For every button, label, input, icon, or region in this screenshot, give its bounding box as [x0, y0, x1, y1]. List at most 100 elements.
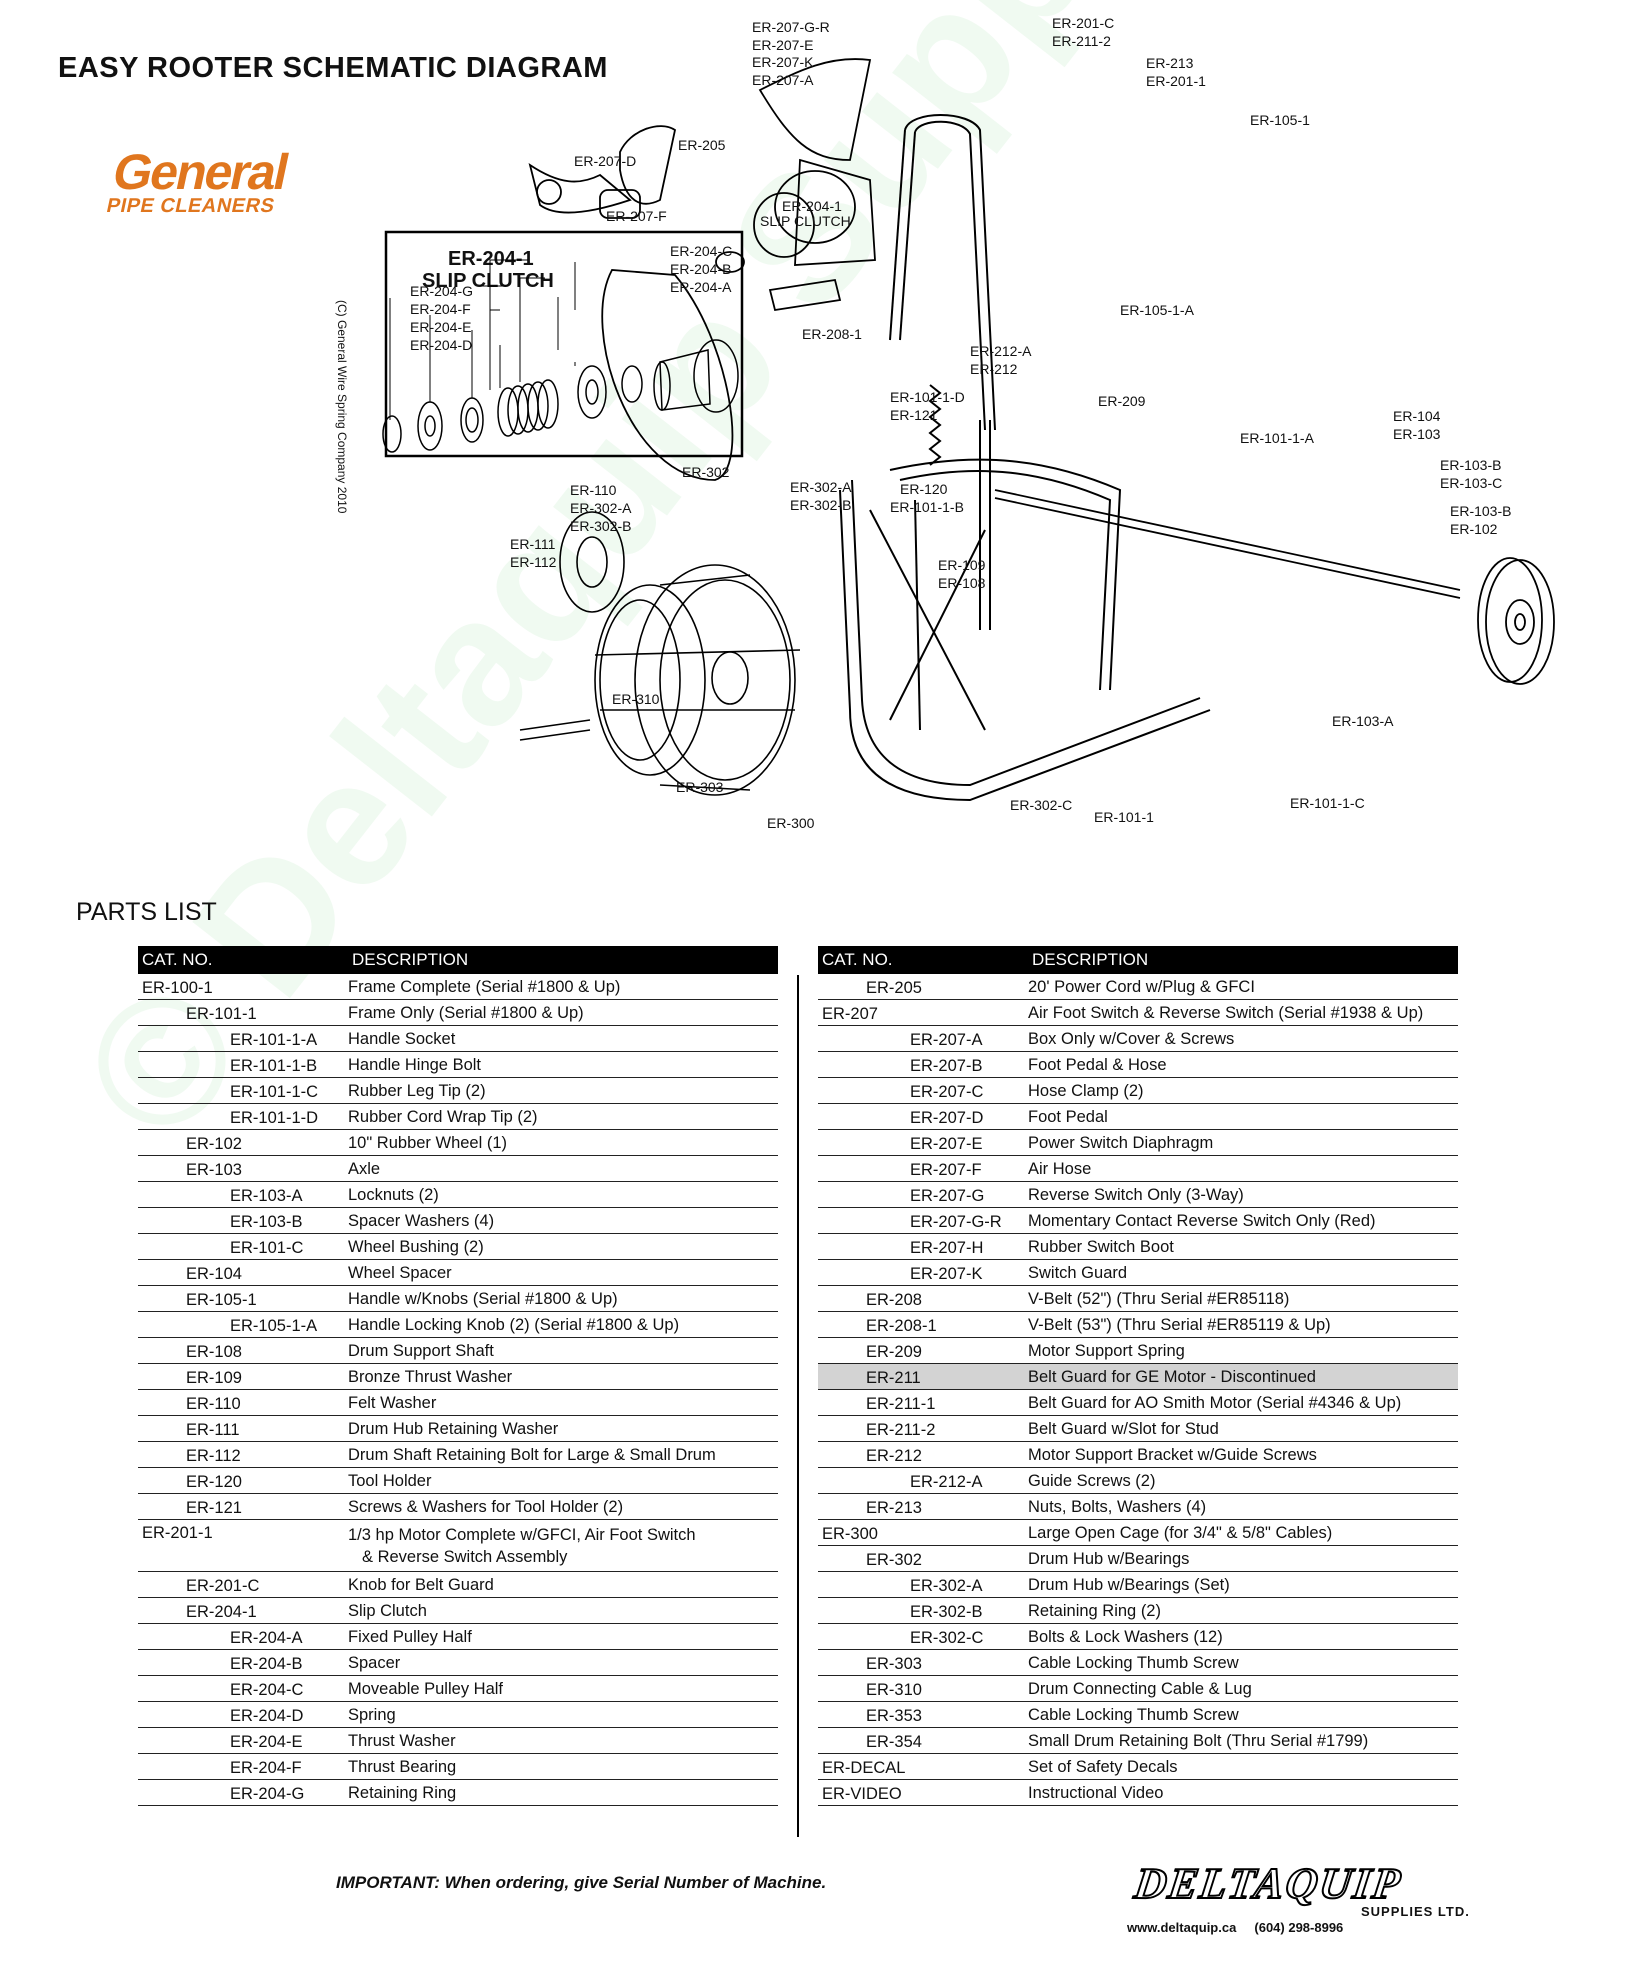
phone: (604) 298-8996: [1254, 1920, 1344, 1935]
description: Motor Support Spring: [1028, 1340, 1458, 1362]
description-line: Drum Shaft Retaining Bolt for Large & Sm…: [348, 1446, 716, 1464]
description: Frame Only (Serial #1800 & Up): [348, 1002, 778, 1024]
cat-no: ER-302-A: [910, 1577, 983, 1595]
description-line: Small Drum Retaining Bolt (Thru Serial #…: [1028, 1732, 1369, 1750]
part-label: ER-204-1: [782, 198, 842, 214]
cat-no: ER-102: [186, 1135, 242, 1153]
description-line: Large Open Cage (for 3/4" & 5/8" Cables): [1028, 1524, 1333, 1542]
cat-no: ER-209: [866, 1343, 922, 1361]
part-label: ER-209: [1098, 393, 1146, 409]
description-line: 1/3 hp Motor Complete w/GFCI, Air Foot S…: [348, 1526, 696, 1544]
description-line: 20' Power Cord w/Plug & GFCI: [1028, 978, 1255, 996]
description: Screws & Washers for Tool Holder (2): [348, 1496, 778, 1518]
general-logo: General PIPE CLEANERS: [105, 144, 293, 217]
description: Drum Hub w/Bearings: [1028, 1548, 1458, 1570]
part-label: ER-204-G: [410, 283, 473, 299]
cat-no: ER-204-E: [230, 1733, 303, 1751]
description-line: Thrust Bearing: [348, 1758, 457, 1776]
description-line: Retaining Ring: [348, 1784, 457, 1802]
cat-no: ER-101-1: [186, 1005, 257, 1023]
cat-no: ER-108: [186, 1343, 242, 1361]
col-description: DESCRIPTION: [352, 950, 469, 969]
cat-no: ER-207-D: [910, 1109, 984, 1127]
description-line: Handle Hinge Bolt: [348, 1056, 481, 1074]
part-label: ER-213: [1146, 55, 1194, 71]
table-row: ER-112 Drum Shaft Retaining Bolt for Larg…: [138, 1442, 778, 1468]
part-label: ER-204-F: [410, 301, 471, 317]
part-label: ER-302-A: [570, 500, 632, 516]
part-label: ER-103-A: [1332, 713, 1394, 729]
cat-no: ER-207-B: [910, 1057, 983, 1075]
part-label: ER-204-D: [410, 337, 472, 353]
cat-no: ER-111: [186, 1421, 240, 1439]
description: Spacer Washers (4): [348, 1210, 778, 1232]
description-line: Handle Socket: [348, 1030, 456, 1048]
table-row: ER-302-A Drum Hub w/Bearings (Set): [818, 1572, 1458, 1598]
cat-no: ER-302-B: [910, 1603, 983, 1621]
table-row: ER-209 Motor Support Spring: [818, 1338, 1458, 1364]
description-line: Drum Hub Retaining Washer: [348, 1420, 559, 1438]
description-line: Thrust Washer: [348, 1732, 456, 1750]
description-line: Motor Support Spring: [1028, 1342, 1185, 1360]
description: Motor Support Bracket w/Guide Screws: [1028, 1444, 1458, 1466]
description: Cable Locking Thumb Screw: [1028, 1704, 1458, 1726]
description-line: Air Foot Switch & Reverse Switch (Serial…: [1028, 1004, 1424, 1022]
description: Spacer: [348, 1652, 778, 1674]
description: Rubber Switch Boot: [1028, 1236, 1458, 1258]
ordering-note: IMPORTANT: When ordering, give Serial Nu…: [336, 1873, 827, 1892]
part-label: ER-201-1: [1146, 73, 1206, 89]
description: Air Foot Switch & Reverse Switch (Serial…: [1028, 1002, 1458, 1024]
part-label: ER-207-E: [752, 37, 813, 53]
description-line: Foot Pedal: [1028, 1108, 1108, 1126]
part-label: ER-207-A: [752, 72, 814, 88]
cat-no: ER-101-C: [230, 1239, 304, 1257]
clutch-box-title1: ER-204-1: [448, 248, 534, 270]
description: Small Drum Retaining Bolt (Thru Serial #…: [1028, 1730, 1458, 1752]
cat-no: ER-DECAL: [822, 1759, 906, 1777]
description-line: Air Hose: [1028, 1160, 1092, 1178]
part-label: ER-302-B: [790, 497, 851, 513]
part-label: ER-211-2: [1052, 33, 1111, 49]
description: Retaining Ring: [348, 1782, 778, 1804]
description: Belt Guard for AO Smith Motor (Serial #4…: [1028, 1392, 1458, 1414]
description: V-Belt (52") (Thru Serial #ER85118): [1028, 1288, 1458, 1310]
part-label: ER-103-B: [1440, 457, 1501, 473]
cat-no: ER-103-A: [230, 1187, 303, 1205]
description-line: Guide Screws (2): [1028, 1472, 1156, 1490]
table-row: ER-201-1 1/3 hp Motor Complete w/GFCI, Ai…: [138, 1520, 778, 1572]
description-line: Handle w/Knobs (Serial #1800 & Up): [348, 1290, 618, 1308]
cat-no: ER-207-C: [910, 1083, 984, 1101]
description-line: Screws & Washers for Tool Holder (2): [348, 1498, 624, 1516]
table-row: ER-111 Drum Hub Retaining Washer: [138, 1416, 778, 1442]
part-label: ER-303: [676, 779, 724, 795]
description: Knob for Belt Guard: [348, 1574, 778, 1596]
description: Drum Hub w/Bearings (Set): [1028, 1574, 1458, 1596]
description-line: Axle: [348, 1160, 381, 1178]
table-header: CAT. NO. DESCRIPTION: [138, 946, 778, 974]
cat-no: ER-204-B: [230, 1655, 303, 1673]
cat-no: ER-112: [186, 1447, 241, 1465]
description-line: Set of Safety Decals: [1028, 1758, 1178, 1776]
description-line: Hose Clamp (2): [1028, 1082, 1144, 1100]
col-description: DESCRIPTION: [1032, 950, 1149, 969]
part-label: ER-212-A: [970, 343, 1032, 359]
cat-no: ER-201-1: [142, 1524, 213, 1542]
description: Fixed Pulley Half: [348, 1626, 778, 1648]
